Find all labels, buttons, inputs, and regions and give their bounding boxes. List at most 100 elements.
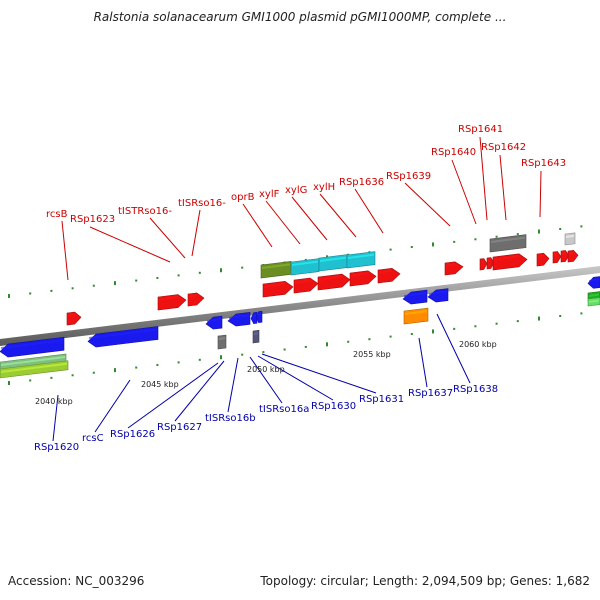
scale-tick bbox=[262, 351, 265, 354]
connector-line bbox=[261, 353, 377, 394]
gene-highlight bbox=[252, 314, 256, 317]
connector-line bbox=[257, 355, 334, 401]
gene-highlight bbox=[348, 253, 374, 259]
scale-tick bbox=[283, 348, 286, 351]
scale-tick bbox=[347, 340, 350, 343]
gene-label-RSp1636[interactable]: RSp1636 bbox=[339, 177, 384, 188]
gene-label-RSp1637[interactable]: RSp1637 bbox=[408, 388, 453, 399]
scale-tick bbox=[516, 320, 519, 323]
scale-tick bbox=[580, 312, 583, 315]
gene-label-xylH[interactable]: xylH bbox=[313, 182, 335, 193]
gene-label-RSp1643[interactable]: RSp1643 bbox=[521, 158, 566, 169]
gene-label-xylF[interactable]: xylF bbox=[259, 189, 280, 200]
scale-tick bbox=[8, 381, 10, 386]
scale-tick bbox=[538, 229, 540, 234]
gene-highlight bbox=[89, 328, 157, 339]
kbp-label: 2050 kbp bbox=[247, 365, 285, 374]
scale-tick bbox=[410, 333, 413, 336]
scale-tick bbox=[135, 366, 138, 369]
connector-line bbox=[149, 217, 186, 259]
gene-highlight bbox=[538, 254, 544, 258]
gene-label-tISRso16b[interactable]: tISRso16b bbox=[205, 413, 256, 424]
gene-label-RSp1638[interactable]: RSp1638 bbox=[453, 384, 498, 395]
gene-highlight bbox=[189, 294, 197, 298]
gene-label-RSp1623[interactable]: RSp1623 bbox=[70, 214, 115, 225]
connector-line bbox=[89, 226, 171, 263]
scale-tick bbox=[453, 240, 456, 243]
kbp-label: 2055 kbp bbox=[353, 350, 391, 359]
gene-highlight bbox=[379, 269, 392, 274]
gene-label-oprB[interactable]: oprB bbox=[231, 192, 255, 203]
gene-highlight bbox=[257, 313, 261, 316]
scale-tick bbox=[198, 358, 201, 361]
connector-line bbox=[52, 394, 59, 442]
scale-tick bbox=[220, 355, 222, 360]
gene-label-tISTRso16[interactable]: tISTRso16- bbox=[118, 206, 172, 217]
gene-label-xylG[interactable]: xylG bbox=[285, 185, 307, 196]
gene-label-RSp1642[interactable]: RSp1642 bbox=[481, 142, 526, 153]
scale-tick bbox=[71, 374, 74, 377]
gene-label-RSp1631[interactable]: RSp1631 bbox=[359, 394, 404, 405]
connector-line bbox=[479, 136, 488, 221]
gene-label-RSp1627[interactable]: RSp1627 bbox=[157, 422, 202, 433]
gene-highlight bbox=[319, 275, 342, 281]
gene-label-RSp1620[interactable]: RSp1620 bbox=[34, 442, 79, 453]
gene-highlight bbox=[429, 290, 447, 295]
scale-tick bbox=[432, 329, 434, 334]
connector-line bbox=[227, 357, 239, 413]
connector-line bbox=[354, 188, 384, 234]
scale-tick bbox=[538, 316, 540, 321]
gene-highlight bbox=[562, 252, 566, 255]
gene-label-RSp1626[interactable]: RSp1626 bbox=[110, 429, 155, 440]
page-title: Ralstonia solanacearum GMI1000 plasmid p… bbox=[93, 10, 507, 24]
connector-line bbox=[539, 170, 542, 218]
genome-backbone bbox=[0, 266, 600, 346]
scale-tick bbox=[50, 376, 53, 379]
gene-label-rcsB[interactable]: rcsB bbox=[46, 209, 68, 220]
scale-tick bbox=[389, 335, 392, 338]
gene-highlight bbox=[207, 318, 221, 322]
connector-line bbox=[418, 337, 428, 388]
gene-highlight bbox=[68, 313, 75, 317]
scale-tick bbox=[495, 235, 498, 238]
gene-highlight bbox=[446, 262, 455, 267]
gene-label-rcsC[interactable]: rcsC bbox=[82, 433, 104, 444]
gene-label-RSp1641[interactable]: RSp1641 bbox=[458, 124, 503, 135]
gene-highlight bbox=[292, 260, 318, 266]
gene-label-RSp1630[interactable]: RSp1630 bbox=[311, 401, 356, 412]
scale-tick bbox=[177, 274, 180, 277]
gene-highlight bbox=[229, 314, 249, 319]
genome-summary-text: Topology: circular; Length: 2,094,509 bp… bbox=[260, 574, 590, 588]
scale-tick bbox=[453, 327, 456, 330]
connector-line bbox=[174, 360, 225, 422]
gene-label-RSp1640[interactable]: RSp1640 bbox=[431, 147, 476, 158]
gene-label-tISRso16[interactable]: tISRso16- bbox=[178, 198, 226, 209]
gene-label-RSp1639[interactable]: RSp1639 bbox=[386, 171, 431, 182]
gene-features bbox=[0, 232, 600, 379]
connector-line bbox=[191, 209, 201, 257]
scale-tick bbox=[156, 276, 159, 279]
gene-arrow bbox=[479, 258, 488, 271]
scale-tick bbox=[304, 345, 307, 348]
gene-arrow bbox=[492, 253, 528, 271]
kbp-label: 2040 kbp bbox=[35, 397, 73, 406]
scale-tick bbox=[326, 342, 328, 347]
gene-highlight bbox=[554, 253, 558, 256]
gene-label-tISRso16a[interactable]: tISRso16a bbox=[259, 404, 309, 415]
scale-tick bbox=[114, 281, 116, 286]
gene-highlight bbox=[295, 279, 310, 284]
connector-line bbox=[436, 313, 471, 384]
map-labels: 2040 kbp 2045 kbp 2050 kbp 2055 kbp 2060… bbox=[34, 124, 566, 453]
scale-tick bbox=[432, 242, 434, 247]
connector-line bbox=[499, 154, 507, 221]
gene-arrow bbox=[564, 232, 576, 246]
connector-line bbox=[242, 203, 273, 248]
scale-tick bbox=[71, 287, 74, 290]
gene-arrow bbox=[252, 329, 260, 344]
scale-tick bbox=[177, 361, 180, 364]
gene-highlight bbox=[254, 332, 258, 335]
gene-highlight bbox=[219, 337, 225, 340]
gene-highlight bbox=[491, 236, 525, 243]
